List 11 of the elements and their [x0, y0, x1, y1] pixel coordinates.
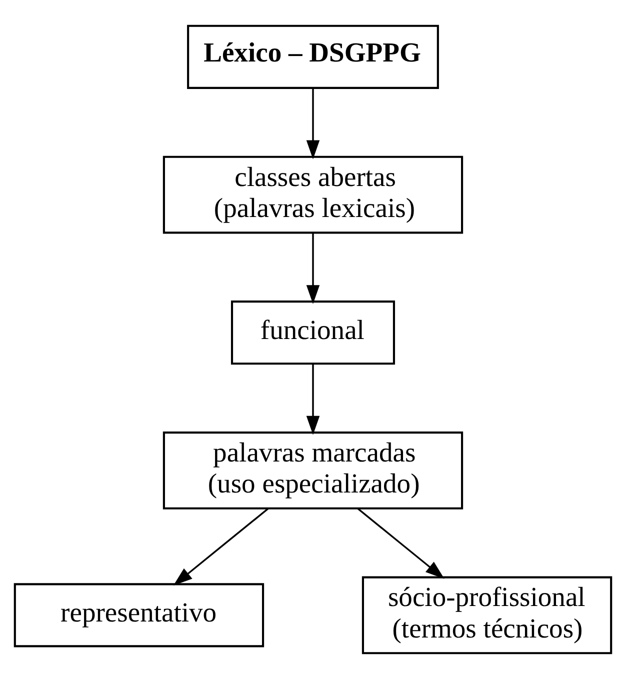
- arrow: [357, 507, 444, 578]
- arrow: [306, 88, 320, 159]
- node-box: sócio-profissional (termos técnicos): [362, 576, 612, 654]
- arrow: [306, 364, 320, 434]
- node-box: Léxico – DSGPPG: [187, 24, 439, 88]
- node-box: funcional: [230, 300, 396, 364]
- node-box: classes abertas (palavras lexicais): [162, 155, 464, 234]
- node-box: palavras marcadas (uso especializado): [162, 431, 464, 509]
- arrow: [306, 232, 320, 304]
- arrow: [173, 507, 269, 586]
- node-box: representativo: [14, 582, 264, 647]
